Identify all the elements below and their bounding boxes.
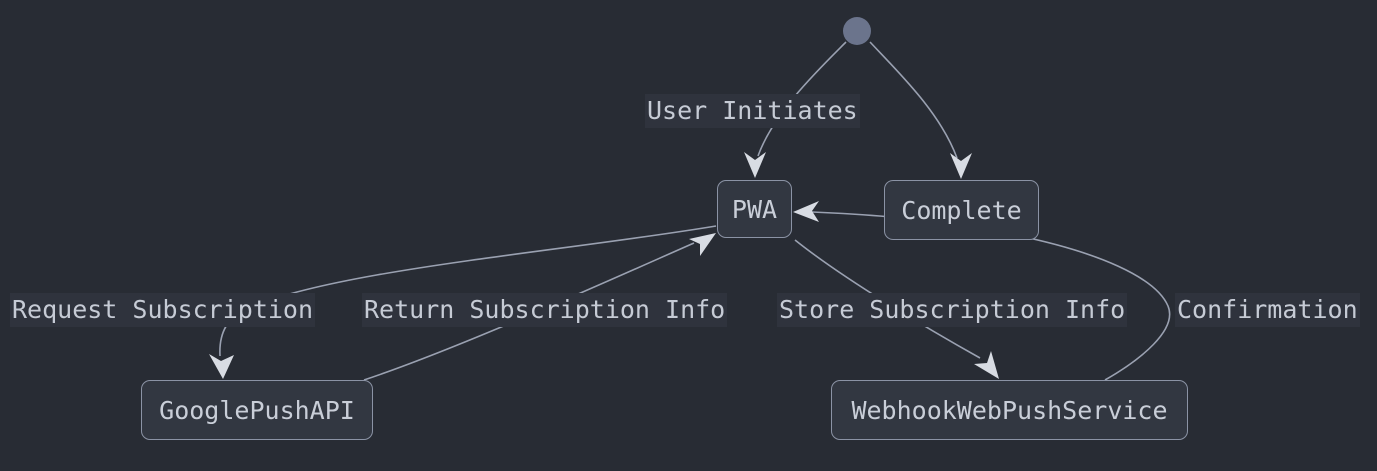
- arrowhead-start-pwa: [744, 152, 766, 178]
- edge-label-user-initiates: User Initiates: [645, 94, 860, 128]
- edge-start-to-pwa: [744, 41, 847, 178]
- node-webhookwebpushservice-label: WebhookWebPushService: [851, 395, 1168, 425]
- edge-path-pwa-googlepushapi: [219, 225, 717, 357]
- arrowhead-pwa-webhook: [974, 351, 999, 379]
- edge-label-request-subscription: Request Subscription: [10, 293, 316, 327]
- arrowhead-webhook-pwa: [793, 201, 819, 222]
- edge-start-to-complete: [869, 41, 972, 179]
- edge-label-return-subscription-info: Return Subscription Info: [362, 293, 728, 327]
- node-complete[interactable]: Complete: [884, 180, 1039, 240]
- node-pwa-label: PWA: [731, 194, 778, 224]
- edge-path-start-pwa: [757, 41, 847, 157]
- node-complete-label: Complete: [901, 195, 1022, 225]
- arrowhead-start-complete: [950, 153, 972, 179]
- node-webhookwebpushservice[interactable]: WebhookWebPushService: [831, 380, 1188, 440]
- node-start[interactable]: [843, 17, 871, 45]
- edge-path-start-complete: [869, 41, 958, 159]
- arrowhead-pwa-googlepushapi: [209, 354, 234, 379]
- edge-label-confirmation: Confirmation: [1175, 293, 1360, 327]
- node-pwa[interactable]: PWA: [717, 180, 792, 238]
- edge-label-store-subscription-info: Store Subscription Info: [777, 293, 1128, 327]
- node-googlepushapi[interactable]: GooglePushAPI: [141, 380, 373, 440]
- arrowhead-googlepushapi-pwa: [689, 233, 716, 256]
- node-googlepushapi-label: GooglePushAPI: [159, 395, 355, 425]
